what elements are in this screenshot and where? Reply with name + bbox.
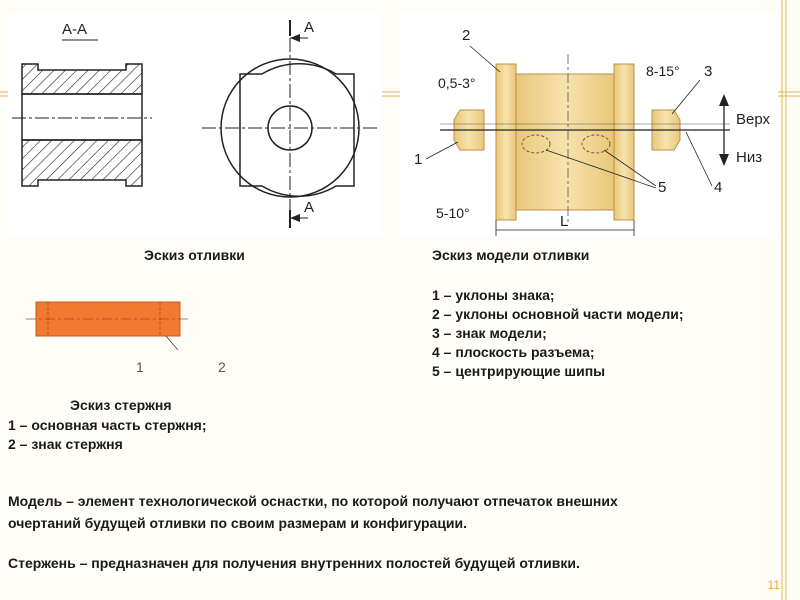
casting-sketch-caption: Эскиз отливки	[144, 247, 245, 263]
end-view	[202, 38, 378, 220]
angle-main: 0,5-3°	[438, 75, 476, 91]
callout-3: 3	[704, 63, 712, 80]
core-drawing: 1 2	[26, 301, 226, 375]
model-legend: 1 – уклоны знака; 2 – уклоны основной ча…	[432, 286, 684, 381]
cut-mark-bottom: А	[304, 199, 314, 216]
core-sketch-caption: Эскиз стержня	[70, 397, 172, 413]
casting-drawing: А-А А А	[12, 19, 378, 228]
core-callout-2: 2	[218, 359, 226, 375]
model-legend-item: 2 – уклоны основной части модели;	[432, 306, 684, 322]
model-legend-item: 3 – знак модели;	[432, 325, 547, 341]
model-definition-line: Модель – элемент технологической оснастк…	[8, 493, 618, 509]
bottom-label: Низ	[736, 149, 762, 166]
model-legend-item: 5 – центрирующие шипы	[432, 363, 606, 379]
callout-4: 4	[714, 179, 722, 196]
cut-mark-top: А	[304, 19, 314, 36]
model-sketch-caption: Эскиз модели отливки	[432, 247, 590, 263]
model-drawing: Верх Низ L 0,5-3° 8-15° 5-10° 2 3 1 5 4	[414, 27, 771, 236]
core-definition: Стержень – предназначен для получения вн…	[8, 555, 580, 571]
core-legend-item: 1 – основная часть стержня;	[8, 417, 207, 433]
page-number: 11	[767, 578, 780, 592]
section-label: А-А	[62, 21, 87, 38]
angle-bottom: 5-10°	[436, 205, 470, 221]
model-definition-line: очертаний будущей отливки по своим разме…	[8, 515, 468, 531]
core-legend-item: 2 – знак стержня	[8, 436, 123, 452]
core-legend: 1 – основная часть стержня; 2 – знак сте…	[8, 416, 206, 454]
model-sketch-panel: Верх Низ L 0,5-3° 8-15° 5-10° 2 3 1 5 4	[400, 14, 778, 236]
top-label: Верх	[736, 111, 771, 128]
callout-5: 5	[658, 179, 666, 196]
model-legend-item: 1 – уклоны знака;	[432, 287, 555, 303]
casting-sketch-panel: А-А А А	[8, 14, 382, 236]
model-legend-item: 4 – плоскость разъема;	[432, 344, 595, 360]
length-label: L	[560, 213, 568, 230]
callout-1: 1	[414, 151, 422, 168]
angle-mark: 8-15°	[646, 63, 680, 79]
core-callout-1: 1	[136, 359, 144, 375]
model-definition: Модель – элемент технологической оснастк…	[8, 490, 618, 534]
callout-2: 2	[462, 27, 470, 44]
section-view	[12, 63, 152, 187]
